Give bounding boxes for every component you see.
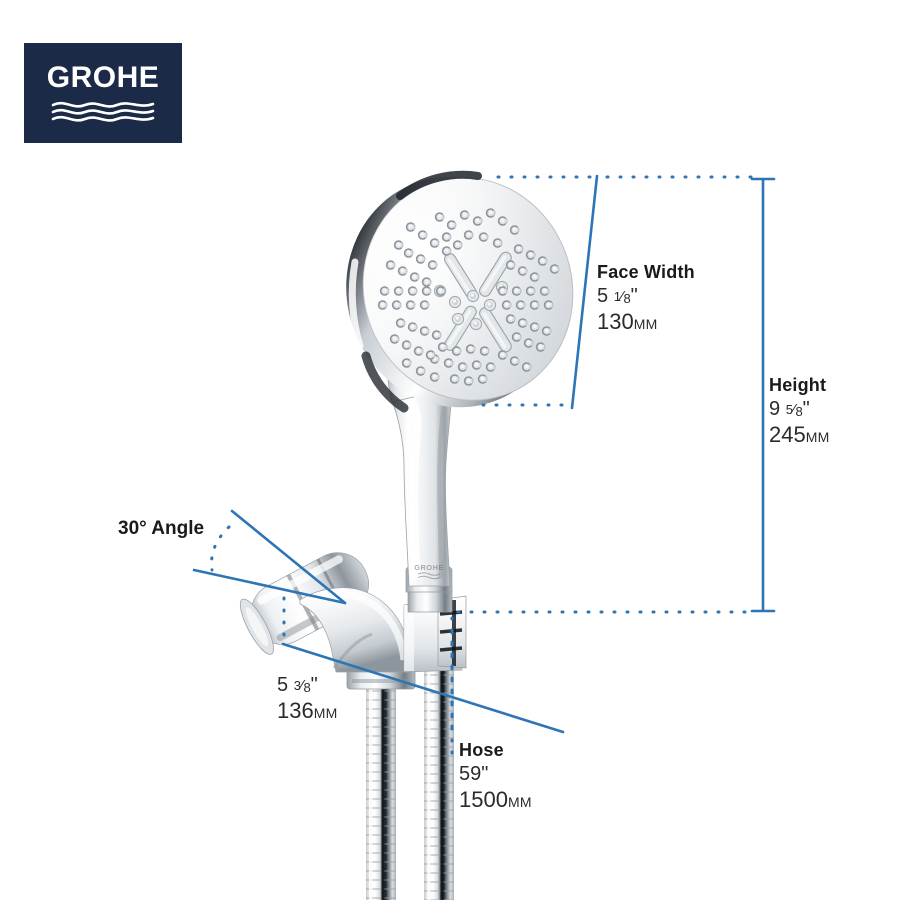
shower-head bbox=[346, 170, 574, 413]
face-width-title: Face Width bbox=[597, 262, 695, 282]
angle-upper-line bbox=[230, 509, 347, 605]
svg-text:GROHE: GROHE bbox=[414, 563, 444, 572]
hose-connector-nut bbox=[346, 656, 416, 690]
handle-grohe-mark: GROHE bbox=[414, 563, 444, 580]
hand-shower-handle: GROHE bbox=[387, 349, 471, 613]
height-metric: 245MM bbox=[769, 421, 830, 447]
face-width-imperial: 5 1⁄8" bbox=[597, 285, 638, 308]
hose-label: Hose 59" 1500MM bbox=[459, 740, 532, 813]
bracket-depth-imperial: 5 3⁄8" bbox=[277, 674, 318, 696]
height-imperial: 9 5⁄8" bbox=[769, 398, 810, 421]
angle-label: 30° Angle bbox=[118, 518, 205, 539]
hose-title: Hose bbox=[459, 740, 504, 760]
face-width-label: Face Width 5 1⁄8" 130MM bbox=[597, 262, 695, 335]
hose-imperial: 59" bbox=[459, 763, 489, 786]
bracket-depth-label: 5 3⁄8" 136MM bbox=[277, 674, 337, 724]
bracket-depth-metric: 136MM bbox=[277, 697, 338, 723]
angle-arc-dotted bbox=[210, 525, 231, 572]
grohe-logo: GROHE bbox=[24, 43, 182, 143]
grohe-waves-icon bbox=[51, 101, 155, 122]
wall-bracket bbox=[239, 552, 467, 673]
angle-lower-line bbox=[192, 568, 347, 605]
face-width-metric: 130MM bbox=[597, 308, 658, 334]
shower-hose bbox=[366, 660, 454, 900]
face-width-measure-line bbox=[570, 174, 599, 410]
height-title: Height bbox=[769, 375, 827, 395]
height-label: Height 9 5⁄8" 245MM bbox=[769, 375, 829, 448]
grohe-wordmark: GROHE bbox=[46, 61, 160, 94]
hose-metric: 1500MM bbox=[459, 786, 532, 812]
